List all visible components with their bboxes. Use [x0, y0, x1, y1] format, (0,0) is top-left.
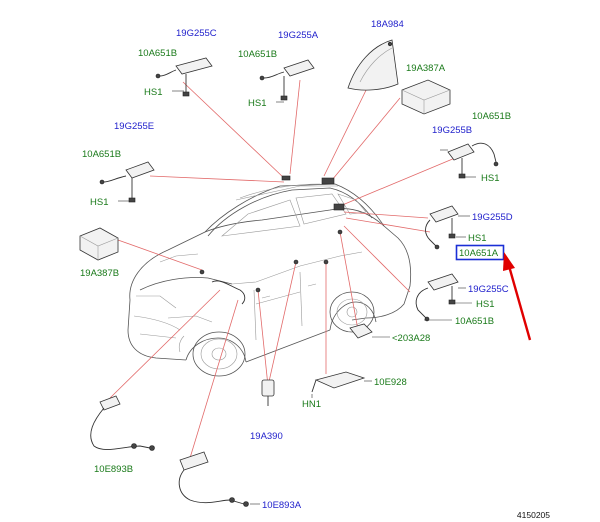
camera-19G255A [259, 59, 315, 101]
antenna-18A984 [347, 39, 399, 91]
label-19A387B: 19A387B [80, 268, 119, 279]
label-HS1-right-c: HS1 [476, 299, 494, 310]
label-10A651B-right: 10A651B [472, 111, 511, 122]
callout-ticks [118, 90, 476, 505]
module-19A387B [79, 227, 119, 261]
part-labels: 19G255C 10A651B HS1 19G255A 10A651B HS1 … [80, 19, 550, 520]
module-19A387A [401, 79, 451, 115]
camera-19G255C [155, 57, 213, 97]
label-HS1-left: HS1 [90, 197, 108, 208]
label-19A390: 19A390 [250, 431, 283, 442]
camera-19G255D [425, 205, 459, 250]
highlight-box [455, 244, 505, 261]
label-HN1: HN1 [302, 399, 321, 410]
harness-10E893B [90, 395, 155, 451]
label-10A651B-top-center: 10A651B [238, 49, 277, 60]
label-10E928: 10E928 [374, 377, 407, 388]
label-19G255E: 19G255E [114, 121, 154, 132]
label-19G255A: 19G255A [278, 30, 319, 41]
label-10A651B-top-left: 10A651B [138, 48, 177, 59]
camera-19G255B [447, 142, 499, 179]
horn-19A390 [261, 379, 275, 406]
in-vehicle-components [199, 175, 345, 305]
harness-10E893A [178, 451, 249, 507]
label-10A651B-right-c: 10A651B [455, 316, 494, 327]
label-19G255C-right: 19G255C [468, 284, 509, 295]
label-203A28: <203A28 [392, 333, 430, 344]
leader-lines [109, 77, 456, 459]
lamp-10E928 [311, 371, 366, 393]
label-19A387A: 19A387A [406, 63, 446, 74]
label-10E893A: 10E893A [262, 500, 302, 511]
camera-19G255C-right [415, 273, 459, 322]
label-19G255D: 19G255D [472, 212, 513, 223]
label-19G255C: 19G255C [176, 28, 217, 39]
label-HS1-right-d: HS1 [468, 233, 486, 244]
pointer-arrow [503, 252, 532, 341]
label-10A651A: 10A651A [459, 248, 499, 259]
label-10A651B-left: 10A651B [82, 149, 121, 160]
label-18A984: 18A984 [371, 19, 404, 30]
vehicle-outline [127, 183, 412, 377]
label-HS1-top-center: HS1 [248, 98, 266, 109]
label-HS1-right: HS1 [481, 173, 499, 184]
label-HS1-top-left: HS1 [144, 87, 162, 98]
camera-19G255E [99, 161, 155, 203]
label-10E893B: 10E893B [94, 464, 133, 475]
sensor-203A28 [349, 323, 373, 339]
label-19G255B: 19G255B [432, 125, 472, 136]
reference-number: 4150205 [517, 510, 550, 520]
